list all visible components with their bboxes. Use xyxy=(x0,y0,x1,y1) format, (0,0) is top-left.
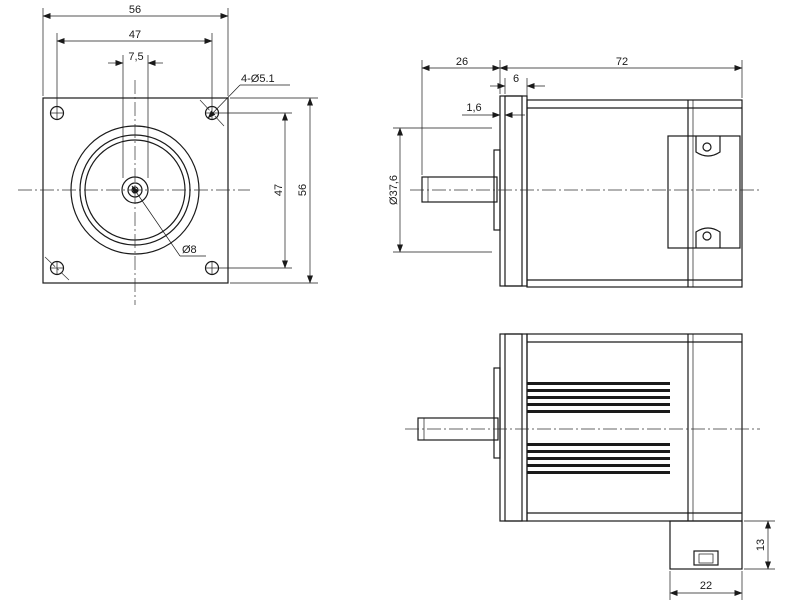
dim-side-body-length-label: 72 xyxy=(616,56,628,68)
dim-side-pilot-dia: Ø37,6 xyxy=(388,127,492,253)
side-connector xyxy=(667,135,741,249)
bottom-flange xyxy=(499,333,528,522)
cooling-fins xyxy=(527,382,670,474)
dim-bottom-height-label: 13 xyxy=(755,539,767,551)
dim-front-pitch-vertical: 47 xyxy=(219,112,292,269)
dim-bottom-width-label: 22 xyxy=(700,580,712,592)
dim-front-width-label: 56 xyxy=(129,4,141,16)
dim-bottom-height: 13 xyxy=(744,520,775,570)
dim-front-hole-pitch-label: 47 xyxy=(129,29,141,41)
dim-side-flange-depth-label: 6 xyxy=(513,73,519,85)
dim-side-lip-label: 1,6 xyxy=(466,102,481,114)
callout-shaft-label: Ø8 xyxy=(182,244,197,256)
callout-holes: 4-Ø5.1 xyxy=(207,73,290,119)
dim-side-shaft-length-label: 26 xyxy=(456,56,468,68)
front-view: 56 47 7,5 4-Ø5.1 Ø8 xyxy=(18,4,318,305)
bottom-body xyxy=(526,333,743,522)
front-flange-outline xyxy=(42,97,229,284)
bottom-connector xyxy=(669,520,743,570)
dim-front-height: 56 xyxy=(230,97,318,284)
side-shaft xyxy=(421,176,498,203)
callout-shaft: Ø8 xyxy=(131,185,206,257)
dim-front-width: 56 xyxy=(42,4,229,96)
dim-front-hole-pitch: 47 xyxy=(56,29,213,106)
dim-front-boss-offset-label: 7,5 xyxy=(128,51,143,63)
dim-side-flange-depth: 6 xyxy=(490,73,545,98)
dim-side-lengths: 26 72 xyxy=(421,56,743,175)
dim-side-lip: 1,6 xyxy=(462,102,525,118)
side-flange xyxy=(499,95,528,287)
dim-bottom-width: 22 xyxy=(669,571,743,600)
dim-side-pilot-dia-label: Ø37,6 xyxy=(388,175,400,205)
callout-holes-label: 4-Ø5.1 xyxy=(241,73,275,85)
dim-front-height-label: 56 xyxy=(297,184,309,196)
dim-front-pitch-vertical-label: 47 xyxy=(273,184,285,196)
side-view: 26 72 6 1,6 Ø37,6 xyxy=(388,56,760,288)
side-body xyxy=(526,99,743,288)
bottom-view: 13 22 xyxy=(405,333,775,600)
dim-front-boss-offset: 7,5 xyxy=(108,51,163,178)
